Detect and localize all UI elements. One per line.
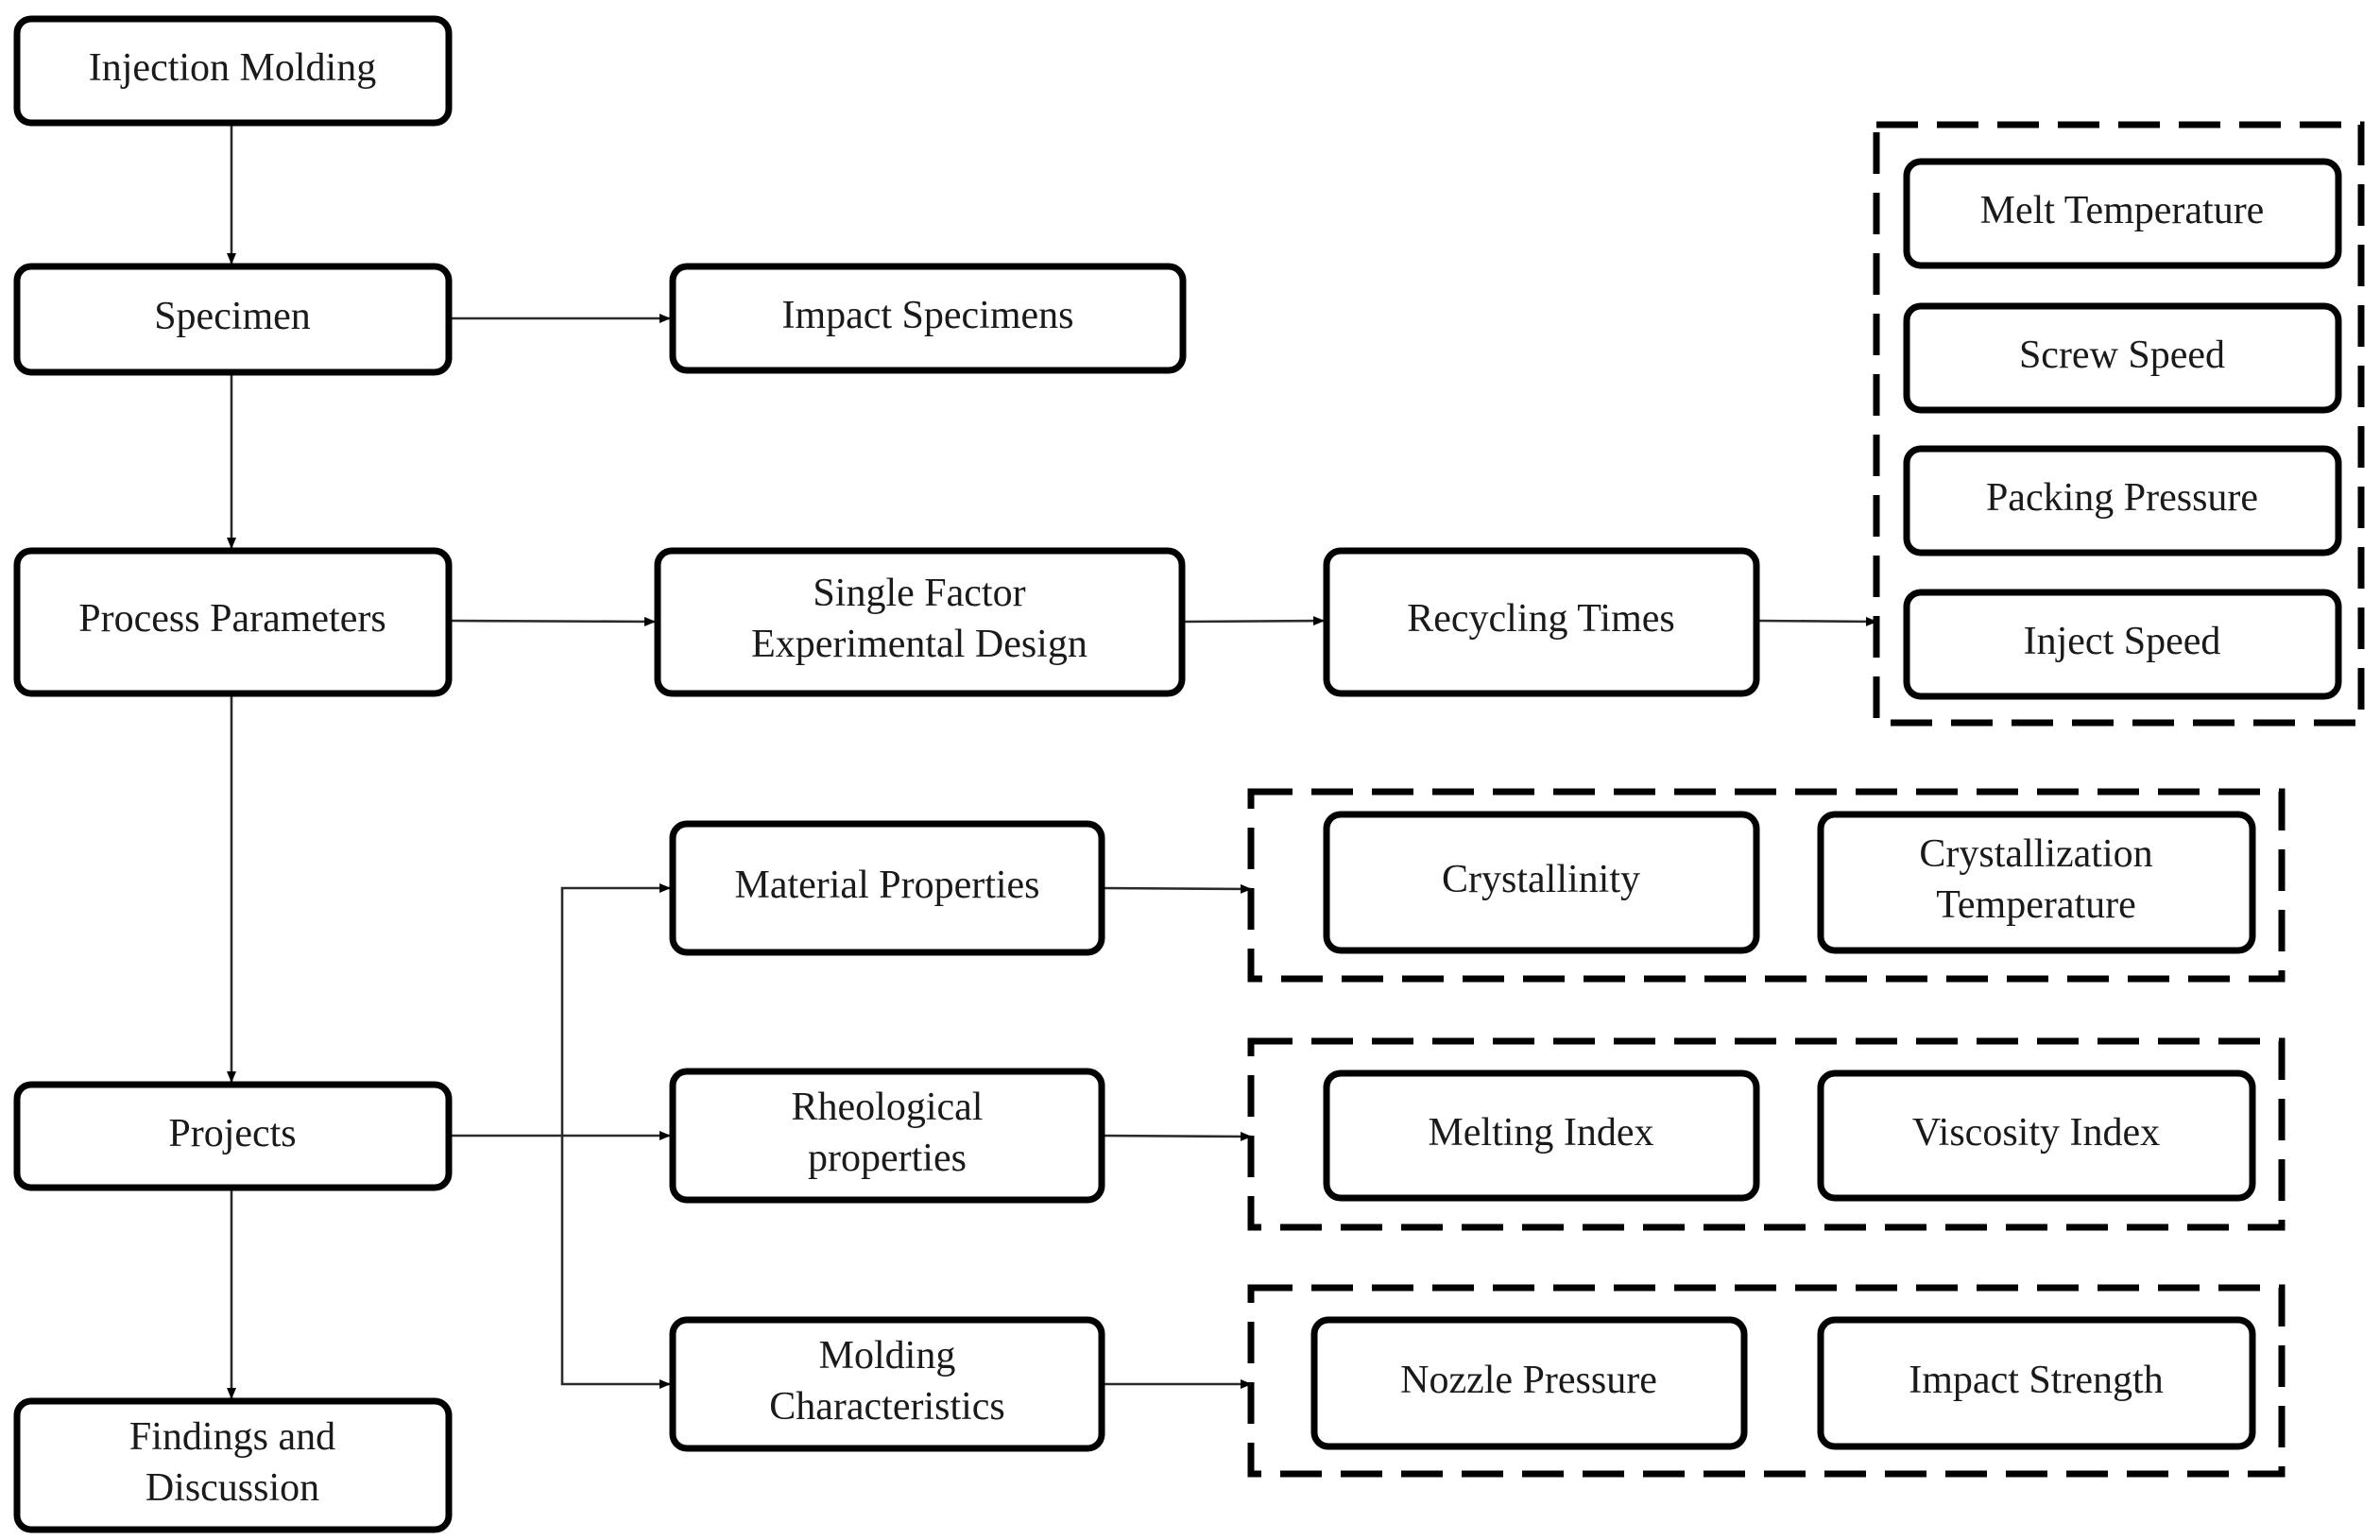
node-nozzle-pressure: Nozzle Pressure	[1310, 1316, 1748, 1450]
svg-text:Recycling Times: Recycling Times	[1407, 597, 1675, 641]
node-viscosity-index: Viscosity Index	[1817, 1069, 2256, 1202]
svg-text:Impact Specimens: Impact Specimens	[781, 294, 1073, 337]
node-specimen: Specimen	[13, 263, 453, 376]
viscosity-index-label-line: Viscosity Index	[1912, 1111, 2160, 1155]
rheological-properties-label-line: Rheological	[792, 1086, 984, 1129]
material-properties-group-frame	[1247, 788, 2286, 983]
edge-process-to-single-factor	[448, 616, 656, 626]
node-melting-index: Melting Index	[1323, 1069, 1760, 1202]
process-parameters-group-frame	[1873, 121, 2365, 727]
crystallization-temperature-label-line: Crystallization	[1919, 832, 2152, 876]
impact-specimens-label-line: Impact Specimens	[781, 294, 1073, 337]
node-impact-strength: Impact Strength	[1817, 1316, 2256, 1450]
svg-text:Nozzle Pressure: Nozzle Pressure	[1400, 1359, 1657, 1402]
node-material-properties: Material Properties	[669, 820, 1105, 956]
node-process-parameters: Process Parameters	[13, 547, 453, 697]
node-crystallinity: Crystallinity	[1323, 811, 1760, 954]
node-rheological-properties: Rheological properties	[669, 1068, 1105, 1204]
svg-text:Viscosity Index: Viscosity Index	[1912, 1111, 2160, 1155]
process-parameters-label-line: Process Parameters	[78, 597, 385, 641]
screw-speed-label-line: Screw Speed	[2019, 334, 2225, 377]
crystallinity-label-line: Crystallinity	[1442, 858, 1640, 901]
material-properties-label-line: Material Properties	[734, 864, 1039, 907]
packing-pressure-label-line: Packing Pressure	[1986, 476, 2258, 520]
node-injection-molding: Injection Molding	[13, 15, 453, 127]
node-packing-pressure: Packing Pressure	[1903, 445, 2342, 556]
edge-projects-branch-bus	[560, 883, 671, 1136]
svg-text:Specimen: Specimen	[154, 295, 311, 338]
specimen-label-line: Specimen	[154, 295, 311, 338]
inject-speed-label-line: Inject Speed	[2024, 620, 2221, 663]
connectors	[227, 123, 1877, 1399]
projects-label-line: Projects	[168, 1112, 296, 1155]
node-projects: Projects	[13, 1081, 453, 1191]
single-factor-label-line: Experimental Design	[751, 623, 1087, 666]
svg-text:Melt Temperature: Melt Temperature	[1980, 189, 2265, 232]
node-inject-speed: Inject Speed	[1903, 589, 2342, 700]
molding-characteristics-label-line: Molding	[819, 1334, 956, 1377]
impact-strength-label-line: Impact Strength	[1909, 1359, 2163, 1402]
node-melt-temperature: Melt Temperature	[1903, 158, 2342, 269]
recycling-times-label-line: Recycling Times	[1407, 597, 1675, 641]
melting-index-label-line: Melting Index	[1428, 1111, 1653, 1155]
svg-text:Melting Index: Melting Index	[1428, 1111, 1653, 1155]
svg-text:Inject Speed: Inject Speed	[2024, 620, 2221, 663]
edge-recycling-to-process-group	[1755, 616, 1877, 626]
edge-material-to-group	[1101, 883, 1252, 894]
svg-text:Injection Molding: Injection Molding	[89, 46, 376, 90]
molding-characteristics-group-frame	[1247, 1284, 2286, 1478]
svg-text:Screw Speed: Screw Speed	[2019, 334, 2225, 377]
edge-single-factor-to-recycling	[1181, 616, 1325, 626]
svg-text:Impact Strength: Impact Strength	[1909, 1359, 2163, 1402]
svg-text:Material Properties: Material Properties	[734, 864, 1039, 907]
svg-text:Process Parameters: Process Parameters	[78, 597, 385, 641]
findings-discussion-label-line: Findings and	[129, 1415, 335, 1459]
node-impact-specimens: Impact Specimens	[669, 263, 1187, 374]
injection-molding-label-line: Injection Molding	[89, 46, 376, 90]
crystallization-temperature-label-line: Temperature	[1936, 883, 2136, 927]
node-recycling-times: Recycling Times	[1323, 547, 1760, 697]
nozzle-pressure-label-line: Nozzle Pressure	[1400, 1359, 1657, 1402]
node-screw-speed: Screw Speed	[1903, 302, 2342, 414]
svg-text:Packing Pressure: Packing Pressure	[1986, 476, 2258, 520]
svg-text:Projects: Projects	[168, 1112, 296, 1155]
findings-discussion-label-line: Discussion	[146, 1466, 319, 1510]
edge-rheological-to-group	[1101, 1131, 1252, 1141]
molding-characteristics-label-line: Characteristics	[769, 1385, 1005, 1429]
edge-projects-to-molding	[560, 1136, 671, 1389]
rheological-properties-group-frame	[1247, 1037, 2286, 1231]
svg-text:Crystallinity: Crystallinity	[1442, 858, 1640, 901]
single-factor-label-line: Single Factor	[813, 572, 1025, 615]
rheological-properties-label-line: properties	[808, 1137, 967, 1180]
melt-temperature-label-line: Melt Temperature	[1980, 189, 2265, 232]
